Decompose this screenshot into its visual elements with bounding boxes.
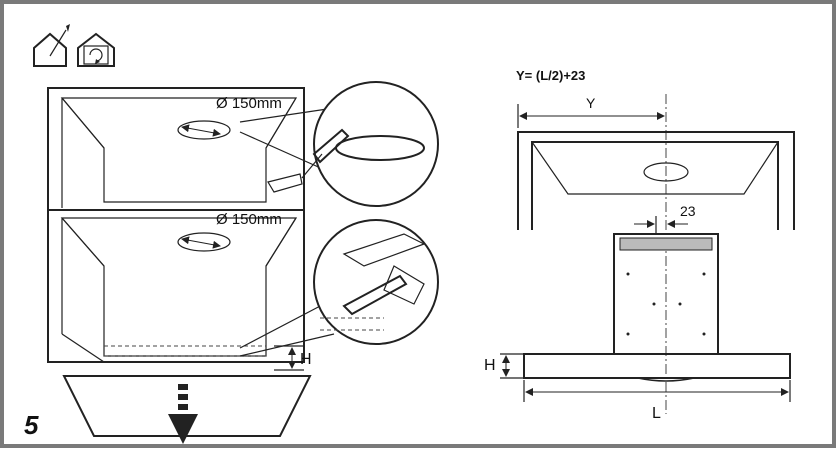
- zoom-detail-lower: [239, 219, 439, 357]
- right-height-label: H: [484, 357, 496, 374]
- lower-cabinet: [47, 209, 305, 363]
- offset-label: 23: [680, 203, 696, 219]
- right-height-dimension: [500, 353, 524, 379]
- left-height-label: H: [300, 351, 312, 368]
- offset-dimension: [634, 216, 688, 234]
- zoom-detail-upper: [239, 81, 439, 207]
- l-dimension: [523, 380, 791, 402]
- down-arrow-icon: [168, 384, 198, 444]
- house-recirculation-icon: [77, 32, 115, 67]
- right-cabinet: [517, 131, 795, 230]
- upper-hole-label: Ø 150mm: [216, 95, 282, 112]
- hood-body: [523, 353, 791, 382]
- width-label: L: [652, 405, 661, 422]
- y-dimension: [517, 104, 665, 128]
- installation-diagram: Ø 150mm Ø 150mm H: [24, 24, 795, 444]
- left-height-dimension: [274, 345, 304, 371]
- lower-hole-label: Ø 150mm: [216, 211, 282, 228]
- y-label: Y: [586, 95, 596, 111]
- step-number: 5: [24, 410, 39, 440]
- formula-label: Y= (L/2)+23: [516, 68, 585, 83]
- hood-canopy: [62, 375, 312, 437]
- house-outlet-icon: [33, 24, 70, 67]
